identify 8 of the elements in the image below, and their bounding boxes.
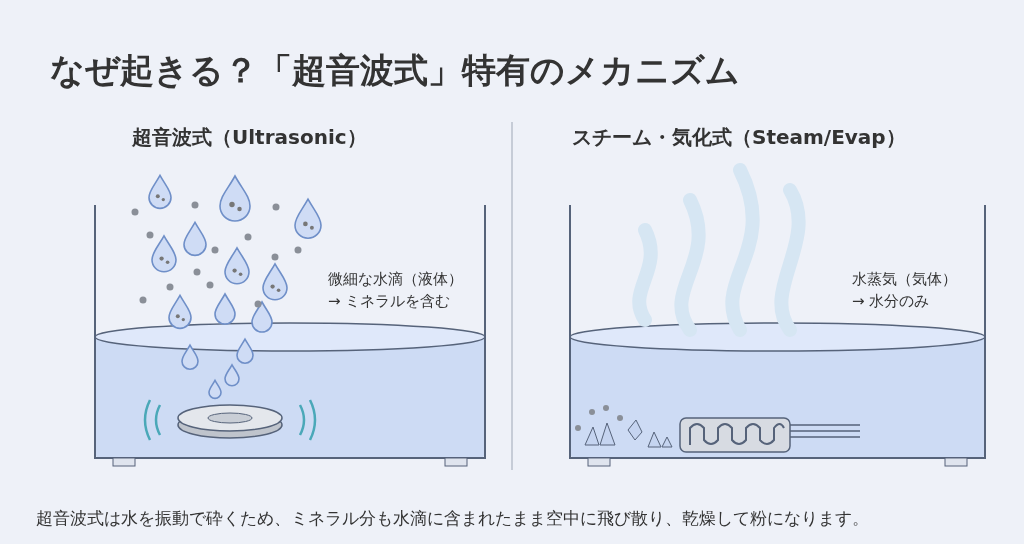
title: なぜ起きる？「超音波式」特有のメカニズム: [50, 49, 740, 92]
panel-heading: 超音波式（Ultrasonic）: [132, 124, 367, 151]
note-text: 微細な水滴（液体）: [328, 270, 463, 289]
note-text: → 水分のみ: [852, 292, 930, 311]
caption: 超音波式は水を振動で砕くため、ミネラル分も水滴に含まれたまま空中に飛び散り、乾燥して粉になります。: [36, 507, 869, 530]
note-text: → ミネラルを含む: [328, 292, 451, 311]
note-text: 水蒸気（気体）: [852, 270, 957, 289]
panel-heading: スチーム・気化式（Steam/Evap）: [572, 124, 906, 151]
